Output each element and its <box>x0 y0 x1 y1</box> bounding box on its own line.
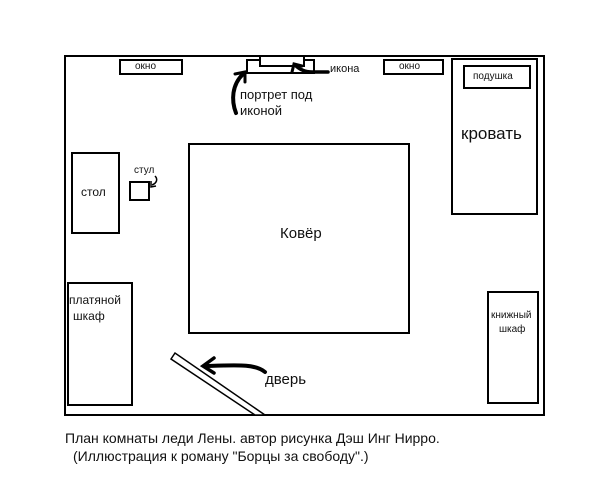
window-left-label: окно <box>135 61 157 72</box>
table: стол <box>71 152 120 234</box>
pillow: подушка <box>463 65 531 89</box>
chair-label: стул <box>134 165 155 176</box>
bed: подушка кровать <box>451 58 538 215</box>
chair <box>129 181 150 201</box>
window-left: окно <box>119 59 183 75</box>
icon-arrow-icon <box>290 62 330 74</box>
wardrobe-label-line1: платяной <box>69 293 121 307</box>
caption-line1: План комнаты леди Лены. автор рисунка Дэ… <box>65 430 440 446</box>
door-label: дверь <box>265 371 307 388</box>
icon-label: икона <box>330 63 360 75</box>
wardrobe-label-line2: шкаф <box>73 309 105 323</box>
portrait-arrow-icon <box>231 70 247 115</box>
bookcase-label-line2: шкаф <box>499 324 526 335</box>
portrait-label-line2: иконой <box>240 103 282 118</box>
door-icon <box>169 351 268 416</box>
pillow-label: подушка <box>473 71 513 82</box>
wardrobe: платяной шкаф <box>67 282 133 406</box>
portrait-label-line1: портрет под <box>240 87 313 102</box>
window-right-label: окно <box>399 61 421 72</box>
carpet: Ковёр <box>188 143 410 334</box>
bookcase: книжный шкаф <box>487 291 539 404</box>
table-label: стол <box>81 185 106 199</box>
carpet-label: Ковёр <box>280 225 322 242</box>
bookcase-label-line1: книжный <box>491 310 532 321</box>
window-right: окно <box>383 59 444 75</box>
chair-arrow-icon <box>150 175 158 188</box>
caption-line2: (Иллюстрация к роману "Борцы за свободу"… <box>73 448 369 464</box>
bed-label: кровать <box>461 124 522 143</box>
door-arrow-icon <box>199 356 267 375</box>
